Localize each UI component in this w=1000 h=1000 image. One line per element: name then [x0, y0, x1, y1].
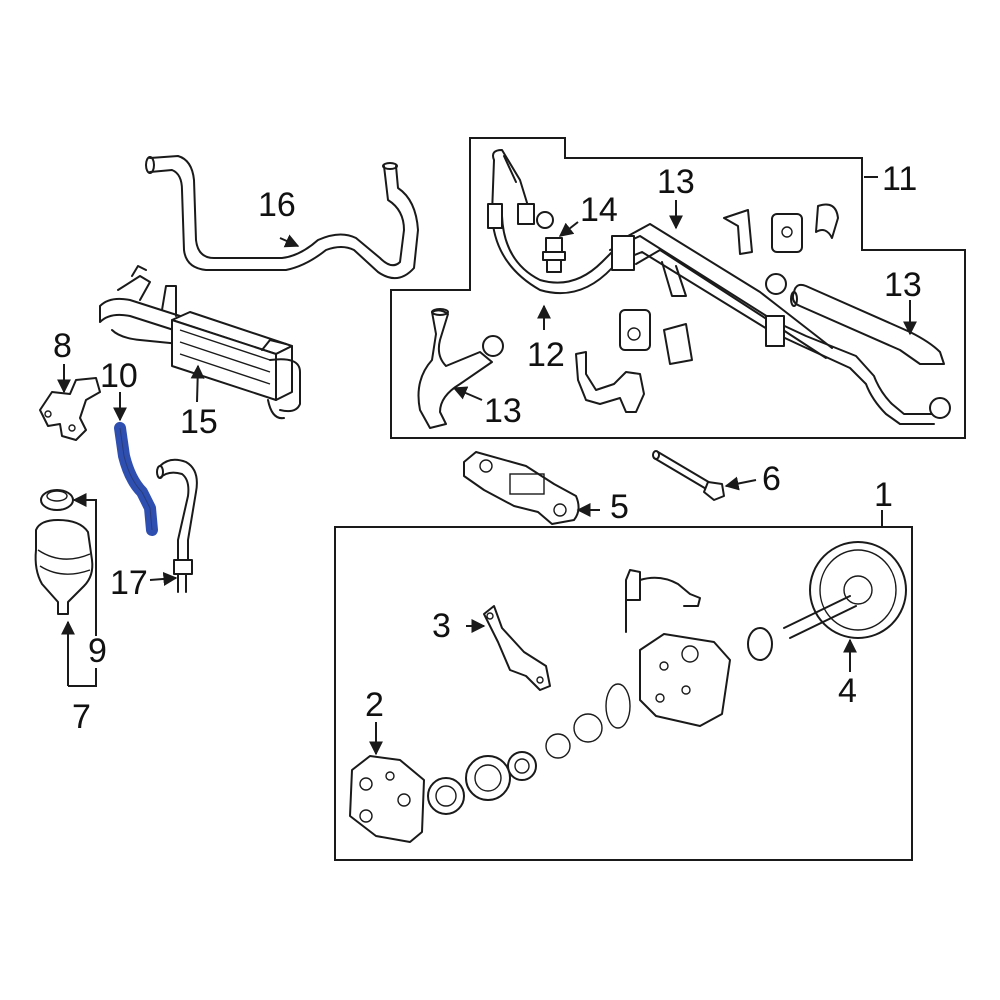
hose-10-highlighted[interactable]: [114, 422, 158, 536]
callouts: 1 2 3 4 5 6 7 8 9 10 11 12 13 13 13 14 1…: [53, 160, 922, 736]
callout-16[interactable]: 16: [258, 186, 296, 224]
group-box-hoses: [390, 137, 966, 439]
callout-15[interactable]: 15: [180, 403, 218, 441]
pump-head[interactable]: [625, 569, 731, 727]
hose-13-left[interactable]: [417, 308, 493, 429]
callout-8[interactable]: 8: [53, 327, 72, 365]
callout-4[interactable]: 4: [838, 672, 857, 710]
reservoir-7[interactable]: [34, 519, 94, 615]
callout-14[interactable]: 14: [580, 191, 618, 229]
callout-6[interactable]: 6: [762, 460, 781, 498]
hose-17[interactable]: [156, 458, 198, 593]
callout-1[interactable]: 1: [874, 476, 893, 514]
pulley-4[interactable]: [747, 541, 907, 661]
leader-lines: [57, 176, 917, 756]
bracket-8[interactable]: [39, 377, 101, 441]
clamps-13[interactable]: [482, 203, 839, 413]
callout-9[interactable]: 9: [88, 632, 107, 670]
hose-12[interactable]: [487, 149, 631, 295]
cooler-15[interactable]: [99, 265, 301, 420]
bolt-6[interactable]: [652, 450, 725, 501]
fitting-14[interactable]: [542, 237, 566, 273]
callout-11[interactable]: 11: [882, 160, 917, 198]
pump-internals[interactable]: [427, 683, 631, 815]
pump-housing-2[interactable]: [349, 755, 425, 843]
callout-2[interactable]: 2: [365, 686, 384, 724]
bracket-3[interactable]: [483, 605, 551, 691]
group-box-pump: [334, 526, 913, 861]
callout-17[interactable]: 17: [110, 564, 148, 602]
callout-12[interactable]: 12: [527, 336, 565, 374]
callout-3[interactable]: 3: [432, 607, 451, 645]
return-line-13[interactable]: [609, 223, 951, 425]
hose-13-right[interactable]: [790, 283, 945, 365]
callout-13-top[interactable]: 13: [657, 163, 695, 201]
callout-7[interactable]: 7: [72, 698, 91, 736]
callout-13-right[interactable]: 13: [884, 266, 922, 304]
reservoir-cap-9[interactable]: [40, 489, 74, 511]
callout-13-left[interactable]: 13: [484, 392, 522, 430]
callout-5[interactable]: 5: [610, 488, 629, 526]
bracket-5[interactable]: [463, 451, 580, 525]
callout-10[interactable]: 10: [100, 357, 138, 395]
hose-16[interactable]: [145, 155, 419, 279]
